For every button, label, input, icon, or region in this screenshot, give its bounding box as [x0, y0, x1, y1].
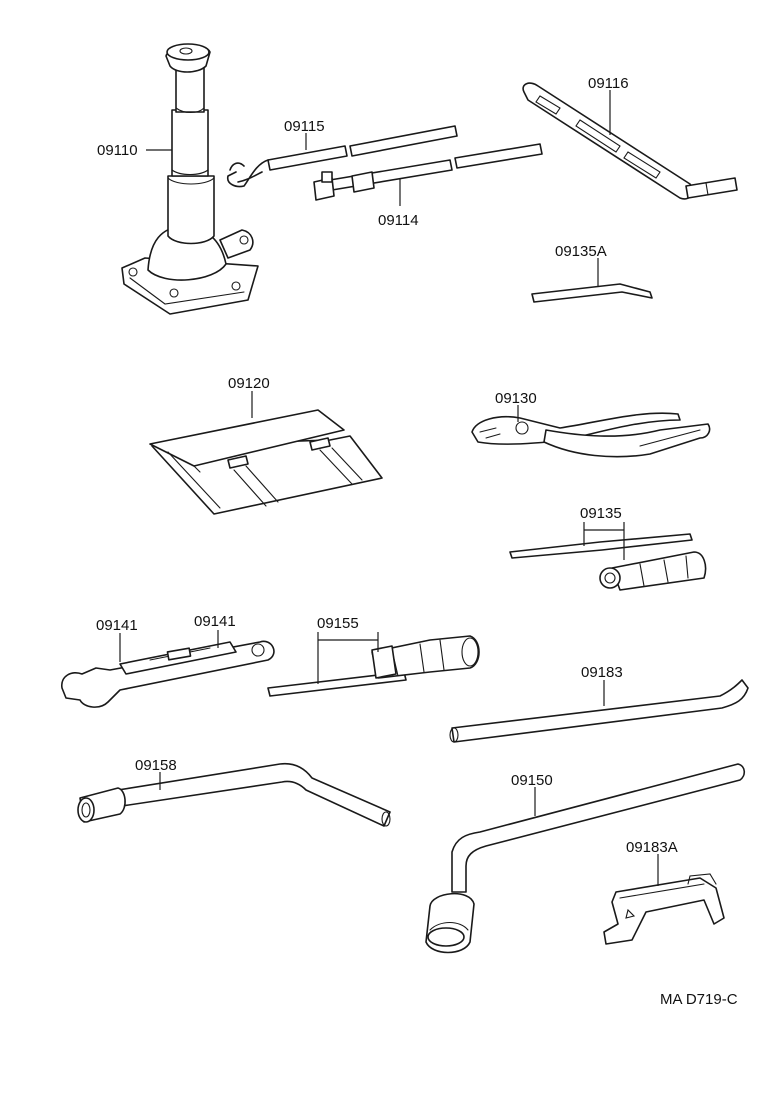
label-pliers: 09130: [495, 390, 537, 407]
label-socket-wrench: 09155: [317, 615, 359, 632]
label-wrench-09116: 09116: [588, 75, 629, 92]
wheel-wrench-drawing: [425, 763, 746, 954]
label-jack-handle: 09114: [378, 212, 419, 229]
label-box-wrench: 09158: [135, 757, 177, 774]
tool-bag-drawing: [149, 409, 383, 515]
clamp-drawing: [603, 873, 725, 945]
label-open-wrench-a: 09141: [96, 617, 138, 634]
open-wrench-drawing: [61, 640, 275, 708]
tire-lever-drawing: [449, 679, 749, 743]
label-tool-bag: 09120: [228, 375, 270, 392]
screwdriver-drawing: [509, 533, 707, 591]
label-wheel-wrench: 09150: [511, 772, 553, 789]
tool-09135a-drawing: [531, 283, 653, 303]
hook-tool-drawing: [226, 125, 458, 188]
label-hook-tool: 09115: [284, 118, 325, 135]
pliers-drawing: [471, 412, 711, 458]
socket-wrench-drawing: [267, 635, 480, 697]
jack-drawing: [121, 43, 259, 315]
label-screwdriver: 09135: [580, 505, 622, 522]
wrench-09116-drawing: [522, 82, 738, 200]
drawing-code: MA D719-C: [660, 991, 738, 1008]
label-jack: 09110: [97, 142, 138, 159]
label-tool-09135a: 09135A: [555, 243, 607, 260]
box-wrench-drawing: [77, 762, 391, 827]
label-open-wrench-b: 09141: [194, 613, 236, 630]
label-clamp: 09183A: [626, 839, 678, 856]
label-tire-lever: 09183: [581, 664, 623, 681]
jack-handle-drawing: [313, 143, 543, 201]
